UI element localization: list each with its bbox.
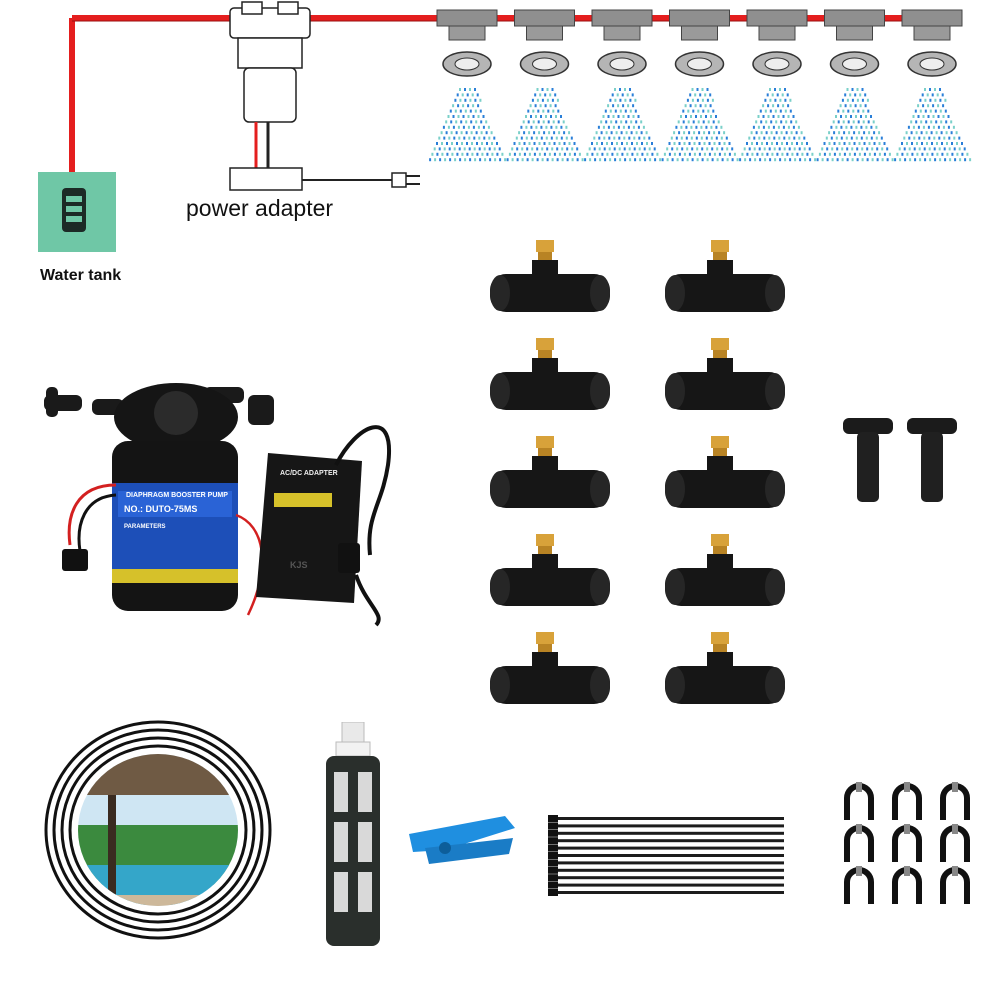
water-tank-icon [38, 172, 116, 252]
tee-connector-grid [490, 240, 785, 704]
power-adapter-label: power adapter [186, 195, 334, 221]
cable-tie-icon [548, 889, 784, 896]
tee-connector-icon [665, 436, 785, 508]
system-diagram [38, 1, 972, 252]
tee-connector-icon [490, 338, 610, 410]
cable-tie-icon [548, 844, 784, 852]
cable-ties [548, 815, 784, 896]
pump-photo [44, 383, 392, 627]
cable-tie-icon [548, 815, 784, 822]
mist-spray-icon [894, 88, 972, 162]
cable-tie-icon [548, 852, 784, 859]
adapter-sketch-icon [229, 167, 420, 191]
cable-tie-icon [548, 881, 784, 889]
tubing-coil [44, 720, 272, 940]
mist-nozzle-icon [746, 9, 808, 77]
tube-clip-icon [940, 866, 970, 904]
patio-photo-icon [78, 754, 238, 906]
tee-connector-icon [665, 338, 785, 410]
tube-clip-icon [892, 782, 922, 820]
tube-clip-icon [940, 782, 970, 820]
cable-tie-icon [548, 829, 784, 837]
tee-connector-icon [665, 632, 785, 704]
mist-spray-icon [739, 88, 817, 162]
water-tank-label: Water tank [40, 267, 122, 284]
mist-nozzle-icon [824, 9, 885, 77]
pump-params-label: PARAMETERS [124, 524, 166, 530]
mist-nozzle-icon [669, 9, 730, 77]
tube-clip-icon [940, 824, 970, 862]
nozzle-row [429, 9, 972, 162]
tube-clip-icon [844, 782, 874, 820]
tee-connector-icon [490, 240, 610, 312]
mist-nozzle-icon [591, 9, 653, 77]
tube-clip-icon [844, 824, 874, 862]
adapter-brand-label: KJS [290, 560, 308, 570]
cable-tie-icon [548, 859, 784, 867]
mist-spray-icon [816, 88, 894, 162]
tee-connector-icon [490, 436, 610, 508]
mist-spray-icon [584, 88, 662, 162]
mist-spray-icon [429, 88, 507, 162]
end-plug-icon [843, 418, 893, 502]
inline-filter [326, 722, 380, 946]
tube-clip-icon [892, 824, 922, 862]
end-plugs [843, 418, 957, 502]
pump-brand-label: DIAPHRAGM BOOSTER PUMP [126, 492, 228, 499]
tee-connector-icon [490, 534, 610, 606]
tube-clips [844, 782, 970, 904]
mist-spray-icon [661, 88, 739, 162]
pump-sketch-icon [229, 1, 311, 170]
cable-tie-icon [548, 822, 784, 830]
tube-clip-icon [844, 866, 874, 904]
tube-clip-icon [892, 866, 922, 904]
cable-tie-icon [548, 874, 784, 882]
tee-connector-icon [490, 632, 610, 704]
cable-tie-icon [548, 866, 784, 874]
mist-nozzle-icon [514, 9, 575, 77]
mist-nozzle-icon [901, 9, 963, 77]
mist-spray-icon [506, 88, 584, 162]
pump-model-label: NO.: DUTO-75MS [124, 504, 198, 514]
end-plug-icon [907, 418, 957, 502]
adapter-title-label: AC/DC ADAPTER [280, 470, 338, 477]
tube-cutter [409, 816, 515, 864]
tee-connector-icon [665, 240, 785, 312]
tee-connector-icon [665, 534, 785, 606]
cable-tie-icon [548, 837, 784, 845]
mist-nozzle-icon [436, 9, 498, 77]
